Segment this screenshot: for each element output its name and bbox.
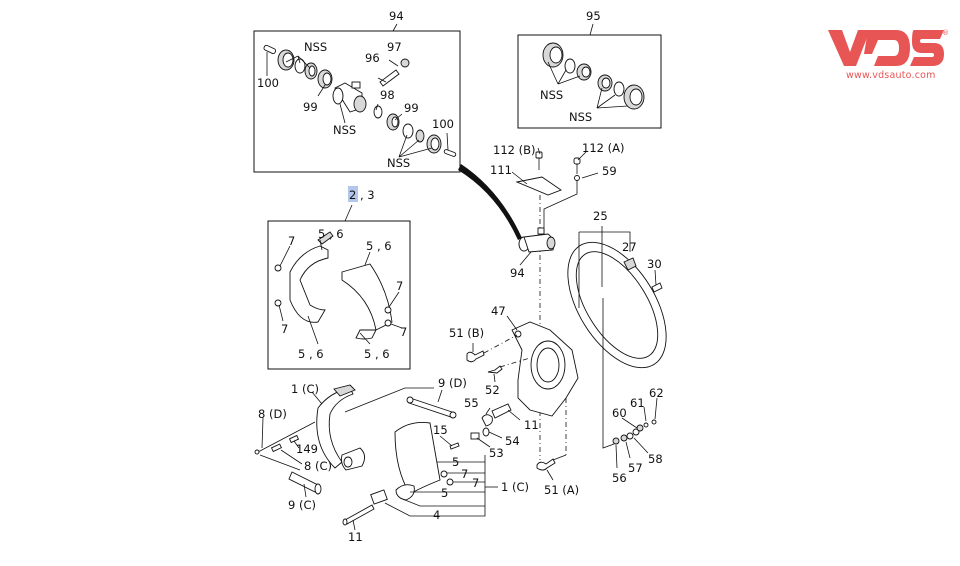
label-57[interactable]: 57	[628, 461, 643, 475]
label-7-f[interactable]: 7	[472, 476, 479, 490]
label-2[interactable]: 2	[349, 188, 356, 202]
label-4[interactable]: 4	[433, 508, 440, 522]
label-7-e[interactable]: 7	[461, 467, 468, 481]
label-1c-left[interactable]: 1 (C)	[291, 382, 319, 396]
label-7-d[interactable]: 7	[400, 325, 407, 339]
label-98[interactable]: 98	[380, 88, 395, 102]
callout-box-94: 94 NSS	[253, 9, 461, 173]
label-112a[interactable]: 112 (A)	[582, 141, 624, 155]
callout-box-2-3: 2 , 3 5 , 6 5 , 6 5 , 6 5 , 6 7 7 7 7	[267, 186, 411, 370]
label-5-a[interactable]: 5	[452, 455, 459, 469]
label-99-right[interactable]: 99	[404, 101, 419, 115]
label-54[interactable]: 54	[505, 434, 520, 448]
label-100-left[interactable]: 100	[257, 76, 279, 90]
label-5-b[interactable]: 5	[441, 486, 448, 500]
label-25[interactable]: 25	[593, 209, 608, 223]
label-8c[interactable]: 8 (C)	[304, 459, 332, 473]
label-nss-e[interactable]: NSS	[569, 110, 592, 124]
label-30[interactable]: 30	[647, 257, 662, 271]
wheel-cylinder-kit-parts	[263, 44, 457, 157]
label-nss-d[interactable]: NSS	[540, 88, 563, 102]
label-5-6-b[interactable]: 5 , 6	[366, 239, 392, 253]
anchor-bracket-group: 47 51 (B) 52 55 11 54 53 51 (A)	[449, 304, 579, 497]
label-11-mid[interactable]: 11	[524, 418, 539, 432]
label-7-b[interactable]: 7	[281, 322, 288, 336]
label-9c[interactable]: 9 (C)	[288, 498, 316, 512]
label-9d[interactable]: 9 (D)	[438, 376, 467, 390]
label-8d[interactable]: 8 (D)	[258, 407, 287, 421]
label-94-mid[interactable]: 94	[510, 266, 525, 280]
label-nss-c[interactable]: NSS	[387, 156, 410, 170]
label-1c-right[interactable]: 1 (C)	[501, 480, 529, 494]
label-95-top[interactable]: 95	[586, 9, 601, 23]
label-97[interactable]: 97	[387, 40, 402, 54]
label-7-a[interactable]: 7	[288, 234, 295, 248]
label-47[interactable]: 47	[491, 304, 506, 318]
label-59[interactable]: 59	[602, 164, 617, 178]
label-111[interactable]: 111	[490, 163, 512, 177]
vds-logo: ®	[828, 29, 949, 66]
registered-mark: ®	[942, 29, 949, 37]
label-112b[interactable]: 112 (B)	[493, 143, 535, 157]
label-52[interactable]: 52	[485, 383, 500, 397]
label-61[interactable]: 61	[630, 396, 645, 410]
label-5-6-c[interactable]: 5 , 6	[298, 347, 324, 361]
spring-parts-group: 56 57 58 60 61 62	[602, 298, 664, 485]
label-11-bottom[interactable]: 11	[348, 530, 363, 544]
label-149[interactable]: 149	[296, 442, 318, 456]
label-7-c[interactable]: 7	[396, 279, 403, 293]
backing-plate-group: 25 27 30	[567, 209, 667, 369]
label-2-3-suffix: , 3	[360, 188, 375, 202]
brake-shoe-group: 1 (C) 9 (D) 8 (D) 149 8 (C) 9 (C) 11 15 …	[254, 376, 529, 544]
highlight-2	[348, 186, 358, 202]
label-100-right[interactable]: 100	[432, 117, 454, 131]
label-62[interactable]: 62	[649, 386, 664, 400]
label-5-6-d[interactable]: 5 , 6	[364, 347, 390, 361]
label-99-left[interactable]: 99	[303, 100, 318, 114]
label-15[interactable]: 15	[433, 423, 448, 437]
callout-arrow	[458, 164, 522, 240]
label-5-6-a[interactable]: 5 , 6	[318, 227, 344, 241]
label-nss-b[interactable]: NSS	[333, 123, 356, 137]
label-60[interactable]: 60	[612, 406, 627, 420]
label-27[interactable]: 27	[622, 240, 637, 254]
label-51a[interactable]: 51 (A)	[544, 483, 579, 497]
label-96[interactable]: 96	[365, 51, 380, 65]
label-58[interactable]: 58	[648, 452, 663, 466]
label-55[interactable]: 55	[464, 396, 479, 410]
cylinder-mount-group: 112 (B) 112 (A) 111 59 94	[490, 141, 624, 460]
label-94-top[interactable]: 94	[389, 9, 404, 23]
label-56[interactable]: 56	[612, 471, 627, 485]
callout-box-95: 95 NSS NSS	[517, 9, 662, 129]
brand-website: www.vdsauto.com	[846, 70, 936, 81]
label-51b[interactable]: 51 (B)	[449, 326, 484, 340]
label-nss-a[interactable]: NSS	[304, 40, 327, 54]
label-53[interactable]: 53	[489, 446, 504, 460]
